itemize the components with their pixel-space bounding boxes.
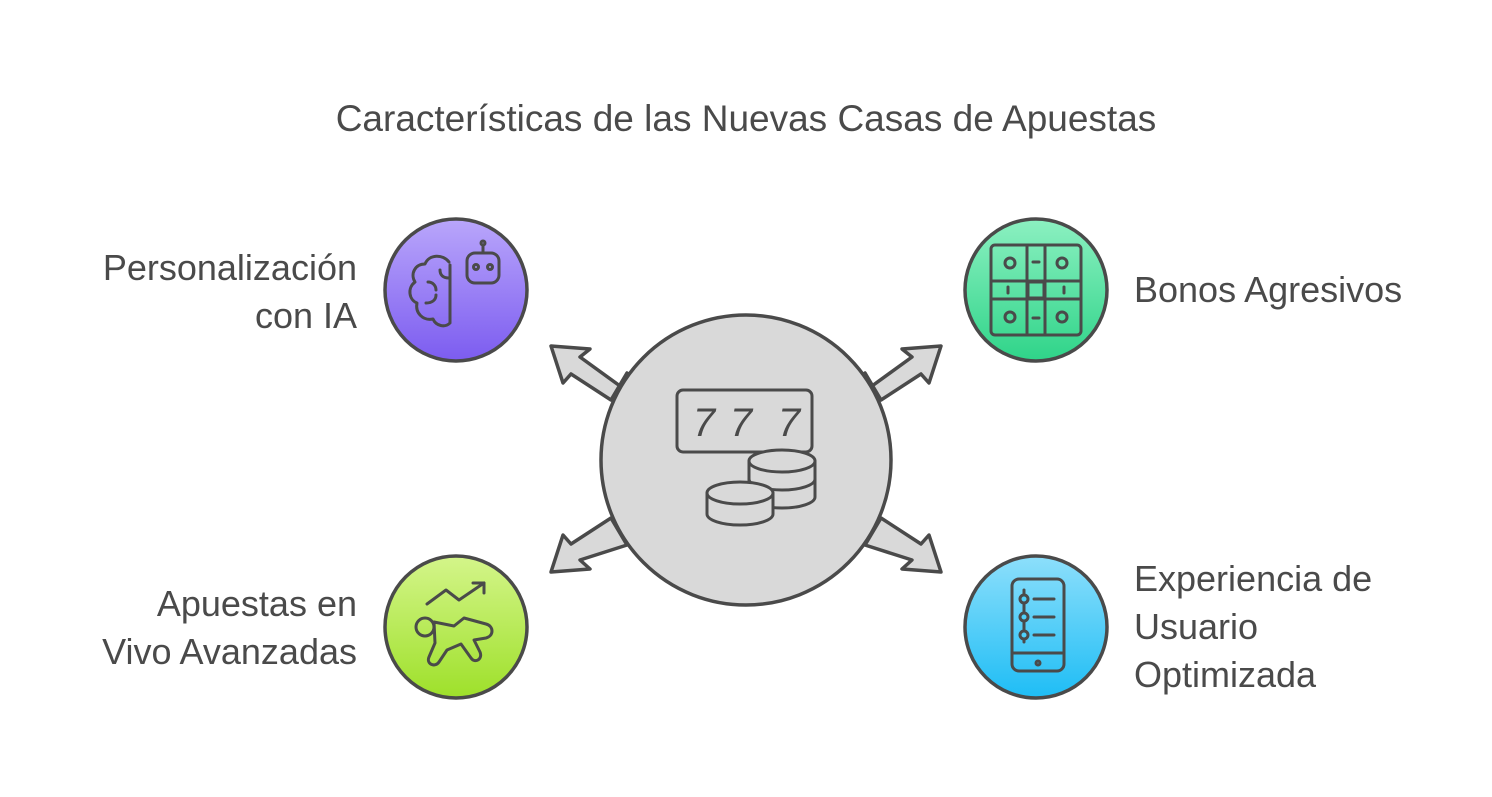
label-experiencia: Experiencia de Usuario Optimizada bbox=[1134, 555, 1372, 699]
slot-machine-coins-icon: 7 7 7 bbox=[675, 388, 817, 527]
brain-robot-icon bbox=[408, 239, 501, 328]
runner-trend-icon bbox=[414, 581, 494, 667]
reel-digit-3: 7 bbox=[778, 401, 802, 445]
label-line: Vivo Avanzadas bbox=[102, 631, 357, 672]
arrow-bottom-left bbox=[549, 516, 629, 574]
label-line: Apuestas en bbox=[156, 583, 357, 624]
arrow-top-right bbox=[863, 344, 943, 402]
label-apuestas-vivo: Apuestas en Vivo Avanzadas bbox=[102, 580, 357, 676]
label-line: Bonos Agresivos bbox=[1134, 269, 1403, 310]
feature-circle-bonos bbox=[963, 217, 1109, 363]
label-line: Experiencia de bbox=[1134, 558, 1373, 599]
diagram-title: Características de las Nuevas Casas de A… bbox=[335, 98, 1157, 139]
label-line: Usuario bbox=[1134, 606, 1259, 647]
feature-circle-apuestas-vivo bbox=[383, 554, 529, 700]
feature-circle-experiencia bbox=[963, 554, 1109, 700]
mobile-list-icon bbox=[1010, 577, 1066, 673]
board-game-icon bbox=[989, 243, 1083, 337]
center-hub: 7 7 7 bbox=[599, 313, 893, 607]
arrow-top-left bbox=[549, 344, 629, 402]
feature-circle-personalizacion bbox=[383, 217, 529, 363]
label-personalizacion: Personalización con IA bbox=[103, 244, 357, 340]
label-line: Personalización bbox=[102, 247, 357, 288]
label-line: con IA bbox=[254, 295, 357, 336]
reel-digit-2: 7 bbox=[730, 401, 754, 445]
reel-digit-1: 7 bbox=[693, 401, 717, 445]
label-line: Optimizada bbox=[1134, 654, 1317, 695]
arrow-bottom-right bbox=[863, 516, 943, 574]
label-bonos: Bonos Agresivos bbox=[1134, 266, 1402, 314]
